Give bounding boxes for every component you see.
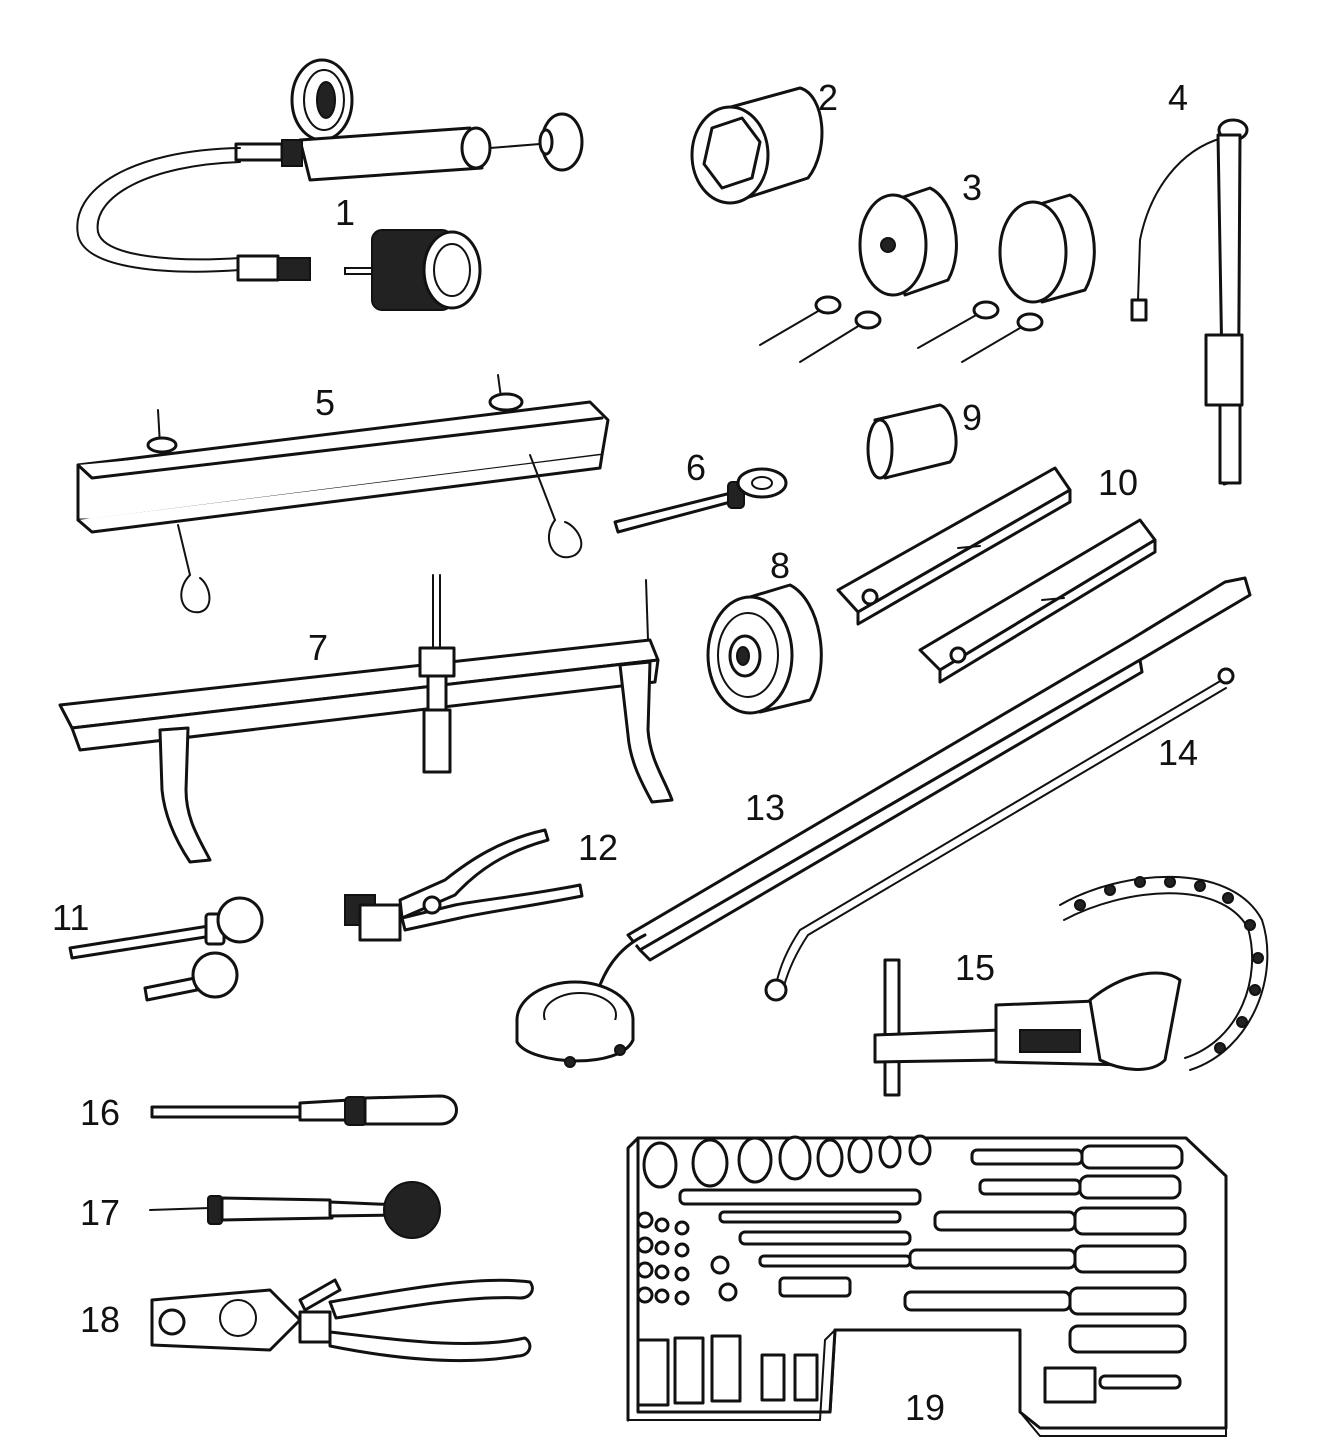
pulley-holder-icon [706,583,823,715]
engine-support-bar-icon [76,374,610,614]
label-8: 8 [770,545,790,586]
label-3: 3 [962,167,982,208]
ball-handle-tool-icon [149,1181,441,1239]
locking-plate-icon [836,466,1157,684]
seal-installer-icon [759,186,1096,363]
screwdriver-icon [150,1094,458,1126]
label-16: 16 [80,1092,120,1133]
label-2: 2 [818,77,838,118]
label-6: 6 [686,447,706,488]
ball-pin-icon [68,896,264,1002]
tool-tray-icon [626,1134,1228,1437]
chain-wrench-icon [873,875,1269,1097]
label-1: 1 [335,192,355,233]
label-13: 13 [745,787,785,828]
label-10: 10 [1098,462,1138,503]
label-4: 4 [1168,77,1188,118]
pliers-icon [344,828,584,942]
sleeve-icon [866,403,958,480]
support-beam-icon [58,574,674,864]
label-19: 19 [905,1387,945,1428]
label-18: 18 [80,1299,120,1340]
label-12: 12 [578,827,618,868]
crimping-pliers-icon [150,1278,534,1362]
probe-tool-icon [1130,118,1249,486]
rod-icon [764,667,1235,1002]
ring-wrench-icon [515,576,1252,1068]
label-7: 7 [308,627,328,668]
label-11: 11 [52,897,89,938]
pressure-tester-icon [76,58,584,311]
label-9: 9 [962,397,982,438]
label-15: 15 [955,947,995,988]
label-17: 17 [80,1192,120,1233]
label-5: 5 [315,382,335,423]
socket-icon [690,86,824,205]
puller-pin-icon [613,467,788,534]
label-14: 14 [1158,732,1198,773]
